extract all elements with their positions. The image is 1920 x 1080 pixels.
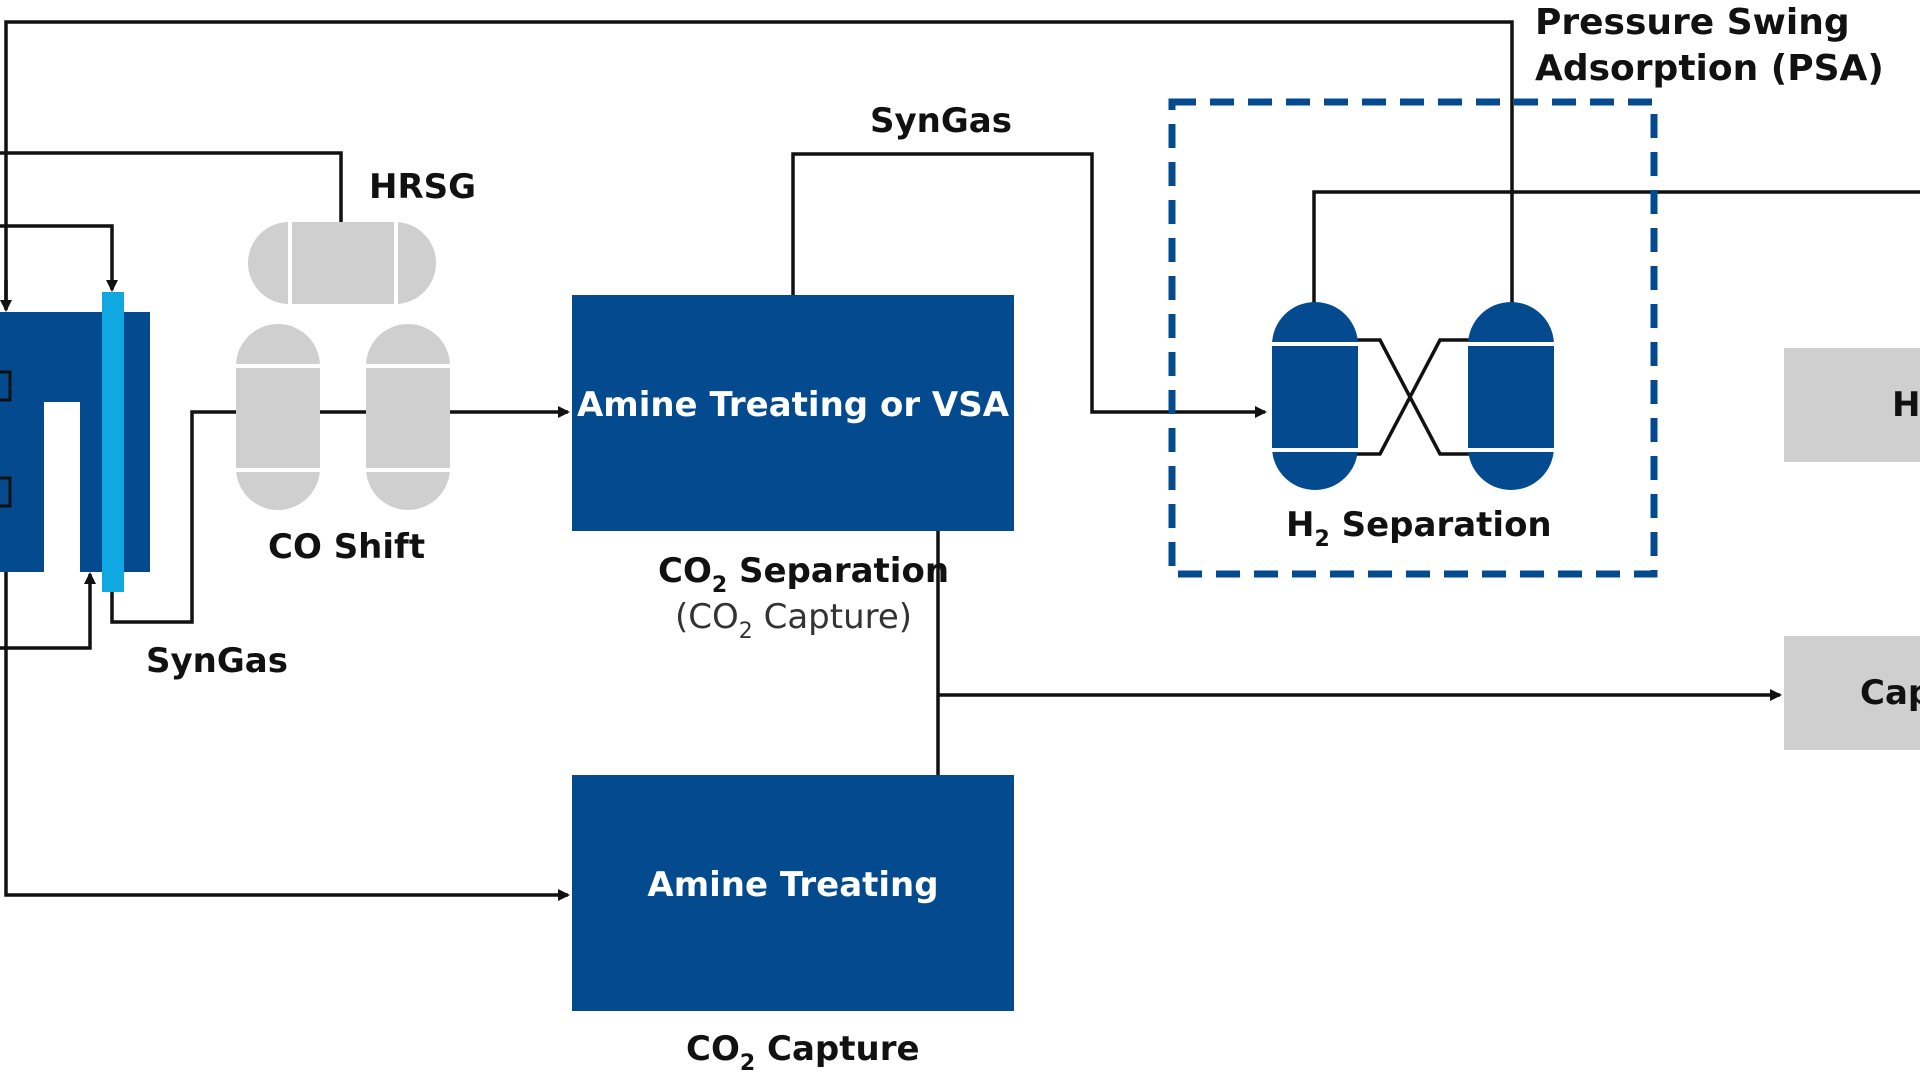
amine-vsa-box xyxy=(572,295,1014,531)
h2-separation-sub: 2 xyxy=(1314,527,1329,552)
psa-cross-line-a xyxy=(1355,338,1470,456)
amine-vsa-label: Amine Treating or VSA xyxy=(577,385,1010,425)
psa-dashed-boundary xyxy=(1168,98,1658,578)
amine-treating-box xyxy=(572,775,1014,1011)
co-shift-vessel-right xyxy=(366,324,450,510)
reformer xyxy=(0,292,150,592)
reformer-body xyxy=(0,312,150,572)
psa-label-line2: Adsorption (PSA) xyxy=(1535,48,1884,89)
right-bottom-box xyxy=(1784,636,1920,750)
co-shift-label: CO Shift xyxy=(268,527,425,567)
co-shift-vessel-left xyxy=(236,324,320,510)
psa-vessel-right xyxy=(1468,302,1554,490)
h2-separation-label: H2 Separation xyxy=(1286,505,1552,552)
h2-output-line xyxy=(1312,190,1920,305)
co2-separation-sub: 2 xyxy=(712,573,727,598)
reformer-tube xyxy=(102,292,124,592)
psa-cross-line-b xyxy=(1355,338,1470,456)
syngas-to-psa-line xyxy=(791,152,1267,418)
co2-capture-paren-label: (CO2 Capture) xyxy=(675,597,912,644)
reformer-port-upper xyxy=(0,370,12,402)
hrsg-shape xyxy=(248,222,436,304)
right-top-box-label: H xyxy=(1892,385,1920,425)
hrsg-to-reformer-line xyxy=(0,151,343,222)
amine-treating-label: Amine Treating xyxy=(647,865,938,905)
left-to-amine-treating-line xyxy=(4,560,570,901)
feed-to-tube-line xyxy=(0,224,118,292)
co2-separation-label: CO2 Separation xyxy=(658,551,949,598)
top-return-line xyxy=(4,20,1514,305)
hrsg-label: HRSG xyxy=(369,167,476,207)
right-top-box xyxy=(1784,348,1920,462)
hrsg-vessel xyxy=(248,222,436,304)
reformer-port-lower xyxy=(0,476,12,508)
co2-capture-paren-sub: 2 xyxy=(739,619,753,644)
bottom-return-to-tube-line xyxy=(0,572,96,650)
syngas-left-label: SynGas xyxy=(146,641,288,681)
co2-capture-bottom-label: CO2 Capture xyxy=(686,1029,920,1076)
co2-capture-bottom-sub: 2 xyxy=(740,1051,755,1076)
right-bottom-box-label: Cap xyxy=(1860,673,1920,713)
syngas-top-label: SynGas xyxy=(870,101,1012,141)
psa-label-line1: Pressure Swing xyxy=(1535,2,1850,43)
tube-to-shift-line xyxy=(110,410,240,624)
psa-vessel-left xyxy=(1272,302,1358,490)
